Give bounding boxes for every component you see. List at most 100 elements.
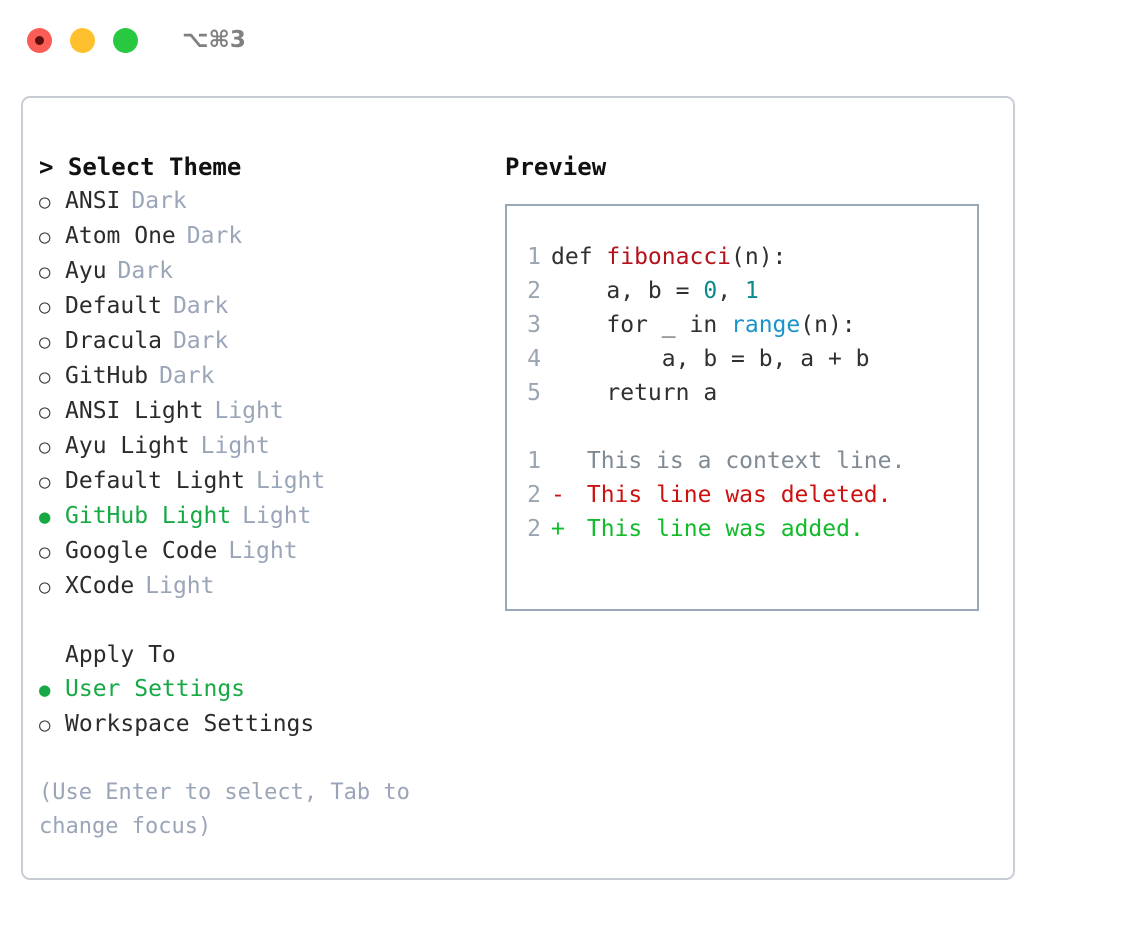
diff-marker: +	[551, 516, 565, 542]
theme-variant-badge: Dark	[117, 258, 173, 284]
radio-selected-icon: ●	[39, 679, 51, 701]
code-token-plain: ,	[717, 278, 745, 304]
radio-unselected-icon: ○	[39, 296, 51, 318]
theme-option-github[interactable]: ○ GitHub Dark	[39, 359, 483, 394]
radio-unselected-icon: ○	[39, 541, 51, 563]
select-theme-header: > Select Theme	[39, 153, 242, 181]
theme-option-ayu-light[interactable]: ○ Ayu Light Light	[39, 429, 483, 464]
diff-marker: -	[551, 482, 565, 508]
code-token-kw: def	[551, 244, 607, 270]
diff-sample: 1 This is a context line. 2- This line wa…	[507, 444, 977, 546]
code-token-num: 0	[703, 278, 718, 304]
theme-option-default-light[interactable]: ○ Default Light Light	[39, 464, 483, 499]
theme-option-label: ANSI Light	[65, 398, 204, 424]
theme-variant-badge: Dark	[186, 223, 243, 249]
theme-option-github-light[interactable]: ● GitHub Light Light	[39, 499, 483, 534]
preview-title: Preview	[505, 153, 607, 181]
code-line: 4 a, b = b, a + b	[507, 342, 977, 376]
radio-unselected-icon: ○	[39, 191, 51, 213]
apply-to-option-workspace-settings[interactable]: ○ Workspace Settings	[39, 707, 483, 742]
keyboard-hint-text: (Use Enter to select, Tab to change focu…	[39, 780, 410, 839]
code-line-number: 1	[527, 244, 541, 270]
diff-line-number: 2	[527, 516, 541, 542]
theme-option-label: GitHub	[65, 363, 149, 389]
radio-unselected-icon: ○	[39, 436, 51, 458]
theme-variant-badge: Dark	[131, 188, 187, 214]
theme-option-label: Default Light	[65, 468, 246, 494]
radio-selected-icon: ●	[39, 506, 51, 528]
code-token-call: range	[731, 312, 801, 338]
apply-to-option-label: Workspace Settings	[65, 711, 315, 737]
theme-option-label: Google Code	[65, 538, 218, 564]
theme-variant-badge: Dark	[159, 363, 215, 389]
code-token-kw: for _ in	[551, 312, 732, 338]
code-token-fn: fibonacci	[606, 244, 732, 270]
code-line: 1 def fibonacci(n):	[507, 240, 977, 274]
code-line-number: 5	[527, 380, 541, 406]
radio-unselected-icon: ○	[39, 714, 51, 736]
code-line-number: 2	[527, 278, 541, 304]
theme-variant-badge: Light	[242, 503, 312, 529]
diff-line-text: This is a context line.	[573, 448, 906, 474]
apply-to-option-label: User Settings	[65, 676, 246, 702]
radio-unselected-icon: ○	[39, 366, 51, 388]
radio-unselected-icon: ○	[39, 576, 51, 598]
theme-option-google-code[interactable]: ○ Google Code Light	[39, 534, 483, 569]
apply-to-option-user-settings[interactable]: ● User Settings	[39, 672, 483, 707]
apply-to-heading: Apply To	[65, 642, 176, 668]
diff-line-add: 2 + This line was added.	[507, 512, 977, 546]
code-line: 5 return a	[507, 376, 977, 410]
code-line-number: 4	[527, 346, 541, 372]
close-button[interactable]	[27, 27, 52, 53]
apply-to-list[interactable]: ● User Settings ○ Workspace Settings	[39, 672, 483, 742]
theme-variant-badge: Light	[145, 573, 215, 599]
diff-line-text: This line was added.	[573, 516, 864, 542]
code-token-plain: (n):	[731, 244, 787, 270]
diff-line-number: 1	[527, 448, 541, 474]
code-line-text: def fibonacci(n):	[551, 240, 786, 274]
radio-unselected-icon: ○	[39, 261, 51, 283]
theme-variant-badge: Light	[200, 433, 270, 459]
window-controls	[27, 27, 138, 53]
code-line-number: 3	[527, 312, 541, 338]
radio-unselected-icon: ○	[39, 226, 51, 248]
diff-marker	[551, 444, 573, 478]
code-token-plain: a, b = b, a + b	[551, 346, 870, 372]
code-token-num: 1	[744, 278, 759, 304]
code-line-text: a, b = 0, 1	[551, 274, 759, 308]
theme-variant-badge: Dark	[172, 293, 229, 319]
theme-variant-badge: Light	[214, 398, 284, 424]
code-token-kw: return a	[551, 380, 718, 406]
code-token-plain: a, b =	[551, 278, 704, 304]
theme-option-label: Ayu Light	[65, 433, 190, 459]
title-bar: ⌥⌘3	[0, 0, 1140, 80]
code-line: 2 a, b = 0, 1	[507, 274, 977, 308]
minimize-button[interactable]	[70, 27, 95, 53]
theme-variant-badge: Light	[256, 468, 326, 494]
code-spacer	[507, 410, 977, 444]
code-token-plain: (n):	[800, 312, 856, 338]
diff-line-number: 2	[527, 482, 541, 508]
code-line: 3 for _ in range(n):	[507, 308, 977, 342]
radio-unselected-icon: ○	[39, 471, 51, 493]
code-line-text: return a	[551, 376, 717, 410]
maximize-button[interactable]	[113, 27, 138, 53]
code-line-text: for _ in range(n):	[551, 308, 856, 342]
radio-unselected-icon: ○	[39, 401, 51, 423]
theme-option-label: GitHub Light	[65, 503, 232, 529]
theme-option-ansi-light[interactable]: ○ ANSI Light Light	[39, 394, 483, 429]
theme-variant-badge: Light	[228, 538, 298, 564]
